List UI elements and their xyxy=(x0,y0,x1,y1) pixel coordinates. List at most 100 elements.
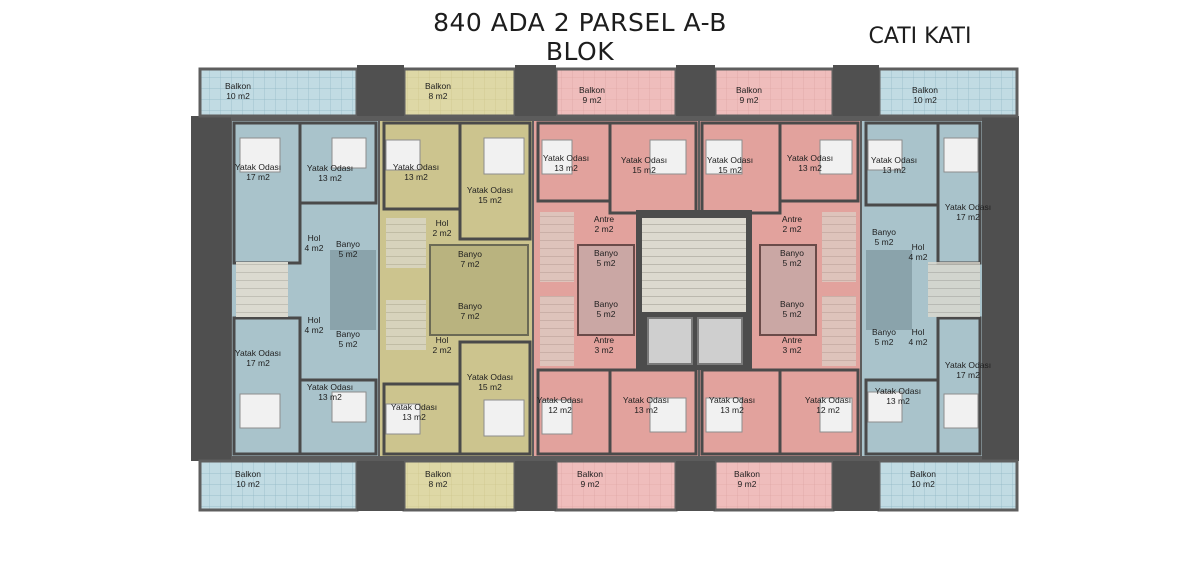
room-name-11: Banyo xyxy=(458,249,482,259)
room-area-27: 5 m2 xyxy=(783,258,802,268)
balcony-name-3: Balkon xyxy=(736,85,762,95)
room-name-20: Banyo xyxy=(594,299,618,309)
room-name-13: Hol xyxy=(436,335,449,345)
balcony-area-1: 8 m2 xyxy=(429,91,448,101)
balcony-top-3 xyxy=(554,67,678,118)
wall-left xyxy=(191,116,231,461)
room-area-0: 17 m2 xyxy=(246,172,270,182)
page-title: 840 ADA 2 PARSEL A-B BLOK xyxy=(433,8,727,66)
balcony-name-8: Balkon xyxy=(734,469,760,479)
stair-pink-right-top xyxy=(822,212,856,282)
balcony-bottom-5 xyxy=(877,459,1019,512)
balcony-name-2: Balkon xyxy=(579,85,605,95)
room-name-33: Yatak Odası xyxy=(945,202,991,212)
stair-yellow-top xyxy=(386,218,426,268)
balcony-area-5: 10 m2 xyxy=(236,479,260,489)
room-area-7: 13 m2 xyxy=(318,392,342,402)
room-name-10: Hol xyxy=(436,218,449,228)
balcony-name-7: Balkon xyxy=(577,469,603,479)
room-name-22: Yatak Odası xyxy=(537,395,583,405)
room-area-9: 15 m2 xyxy=(478,195,502,205)
room-area-20: 5 m2 xyxy=(597,309,616,319)
room-area-23: 13 m2 xyxy=(634,405,658,415)
room-area-13: 2 m2 xyxy=(433,345,452,355)
room-name-21: Antre xyxy=(594,335,615,345)
room-name-28: Banyo xyxy=(780,299,804,309)
room-name-9: Yatak Odası xyxy=(467,185,513,195)
bath-block-right xyxy=(866,250,912,330)
balcony-area-6: 8 m2 xyxy=(429,479,448,489)
room-area-8: 13 m2 xyxy=(404,172,428,182)
room-area-28: 5 m2 xyxy=(783,309,802,319)
room-area-34: 5 m2 xyxy=(875,237,894,247)
bath-block-left xyxy=(330,250,376,330)
room-name-6: Yatak Odası xyxy=(235,348,281,358)
balcony-name-5: Balkon xyxy=(235,469,261,479)
room-area-24: 15 m2 xyxy=(718,165,742,175)
room-area-12: 7 m2 xyxy=(461,311,480,321)
room-name-18: Antre xyxy=(594,214,615,224)
room-name-39: Yatak Odası xyxy=(875,386,921,396)
room-area-3: 5 m2 xyxy=(339,249,358,259)
room-area-11: 7 m2 xyxy=(461,259,480,269)
room-area-10: 2 m2 xyxy=(433,228,452,238)
room-name-35: Hol xyxy=(912,242,925,252)
room-area-31: 12 m2 xyxy=(816,405,840,415)
balcony-bottom-3 xyxy=(554,459,678,512)
balcony-top-5 xyxy=(877,67,1019,118)
room-area-2: 4 m2 xyxy=(305,243,324,253)
room-name-32: Yatak Odası xyxy=(871,155,917,165)
balcony-name-9: Balkon xyxy=(910,469,936,479)
room-area-39: 13 m2 xyxy=(886,396,910,406)
room-name-34: Banyo xyxy=(872,227,896,237)
room-name-24: Yatak Odası xyxy=(707,155,753,165)
room-name-1: Yatak Odası xyxy=(307,163,353,173)
room-name-3: Banyo xyxy=(336,239,360,249)
room-name-27: Banyo xyxy=(780,248,804,258)
balcony-bottom-1 xyxy=(198,459,359,512)
balcony-top-1 xyxy=(198,67,359,118)
room-area-37: 4 m2 xyxy=(909,337,928,347)
room-area-19: 5 m2 xyxy=(597,258,616,268)
balcony-area-0: 10 m2 xyxy=(226,91,250,101)
room-name-4: Hol xyxy=(308,315,321,325)
bath-block-pink-right xyxy=(759,244,817,336)
room-name-2: Hol xyxy=(308,233,321,243)
balcony-area-7: 9 m2 xyxy=(581,479,600,489)
balcony-top-2 xyxy=(402,67,517,118)
room-area-35: 4 m2 xyxy=(909,252,928,262)
room-area-30: 13 m2 xyxy=(720,405,744,415)
bath-block-pink-left xyxy=(577,244,635,336)
floor-label: CATI KATI xyxy=(868,24,972,49)
room-name-37: Hol xyxy=(912,327,925,337)
room-name-15: Yatak Odası xyxy=(391,402,437,412)
room-name-12: Banyo xyxy=(458,301,482,311)
room-name-19: Banyo xyxy=(594,248,618,258)
balcony-area-3: 9 m2 xyxy=(740,95,759,105)
room-name-29: Antre xyxy=(782,335,803,345)
room-name-14: Yatak Odası xyxy=(467,372,513,382)
wall-right xyxy=(982,116,1019,461)
room-area-14: 15 m2 xyxy=(478,382,502,392)
room-name-16: Yatak Odası xyxy=(543,153,589,163)
balcony-area-4: 10 m2 xyxy=(913,95,937,105)
room-name-23: Yatak Odası xyxy=(623,395,669,405)
room-name-0: Yatak Odası xyxy=(235,162,281,172)
room-name-5: Banyo xyxy=(336,329,360,339)
room-name-36: Banyo xyxy=(872,327,896,337)
room-name-7: Yatak Odası xyxy=(307,382,353,392)
room-name-17: Yatak Odası xyxy=(621,155,667,165)
room-name-8: Yatak Odası xyxy=(393,162,439,172)
room-area-36: 5 m2 xyxy=(875,337,894,347)
room-area-5: 5 m2 xyxy=(339,339,358,349)
room-area-29: 3 m2 xyxy=(783,345,802,355)
room-area-18: 2 m2 xyxy=(595,224,614,234)
room-area-4: 4 m2 xyxy=(305,325,324,335)
core-stair xyxy=(642,218,746,312)
stair-pink-left-bottom xyxy=(540,296,574,366)
balcony-name-4: Balkon xyxy=(912,85,938,95)
room-area-26: 2 m2 xyxy=(783,224,802,234)
stair-left-steps xyxy=(236,262,288,317)
